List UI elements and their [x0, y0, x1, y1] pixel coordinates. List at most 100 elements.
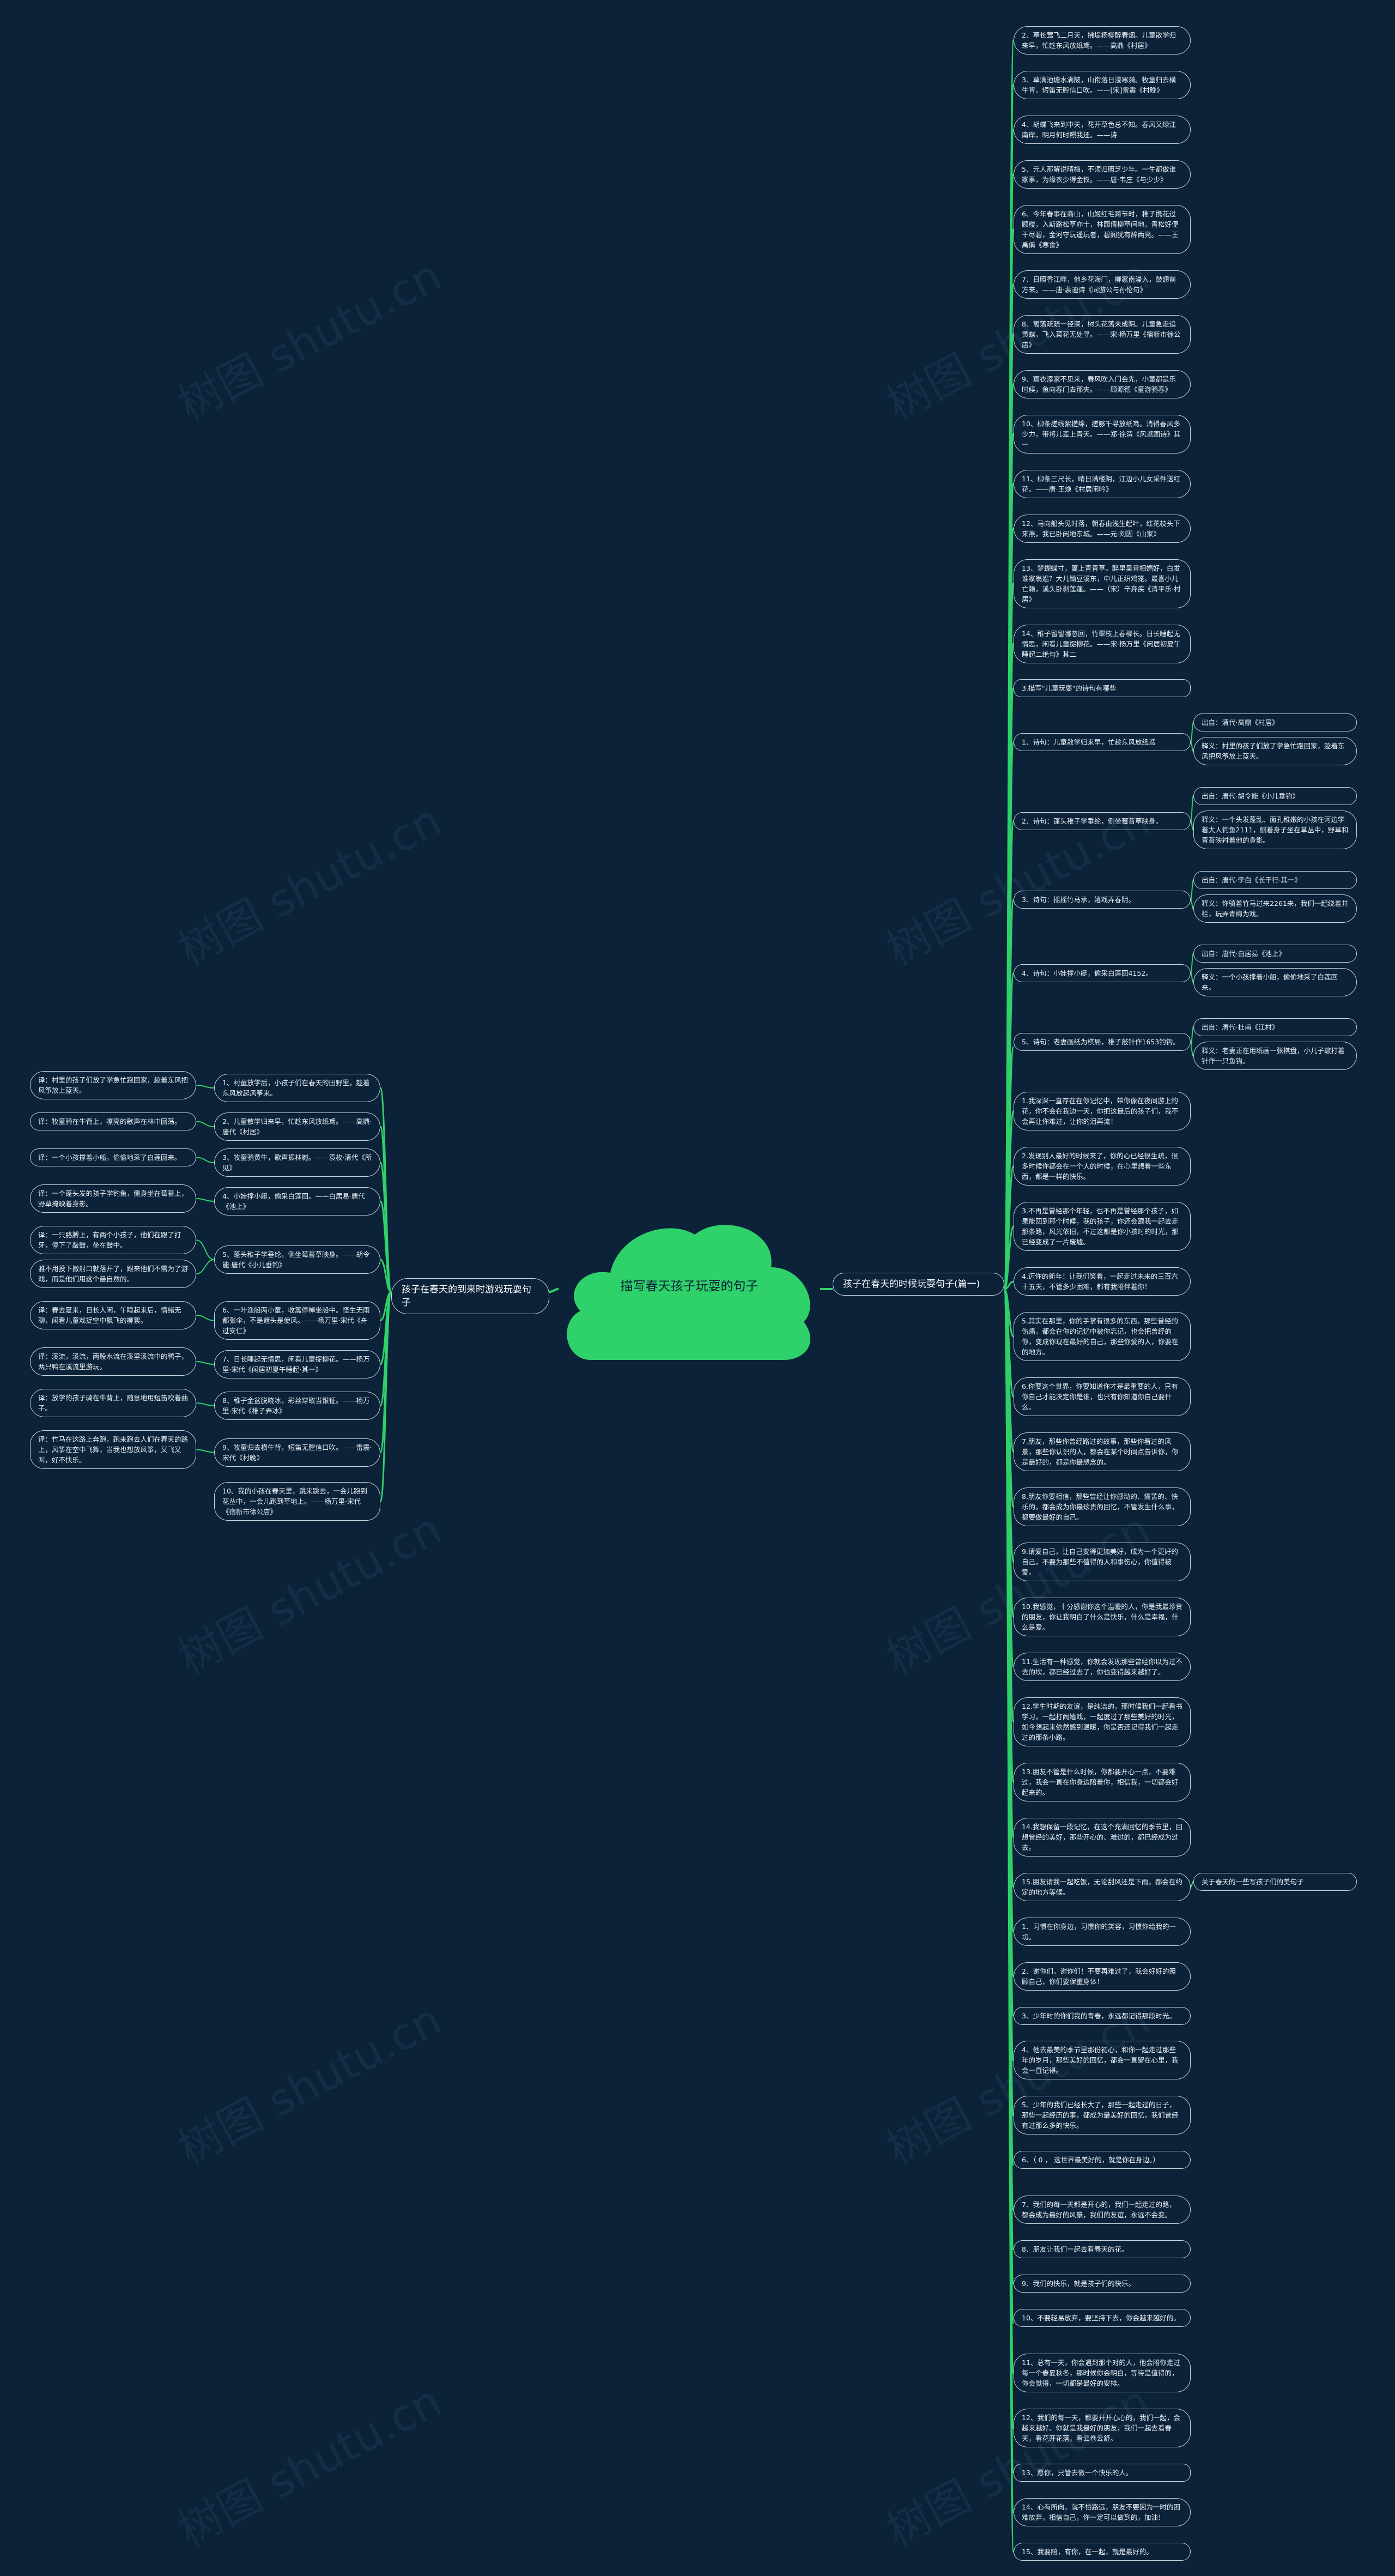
right-node[interactable]: 3、诗句：摇摇竹马承，嬉戏弄春阴。	[1014, 891, 1191, 909]
left-node[interactable]: 2、儿童散学归来早，忙趁东风放纸鸢。——高鼎·唐代《村居》	[214, 1112, 380, 1141]
connector-line	[196, 1315, 215, 1321]
right-node[interactable]: 4、诗句：小娃撑小艇，偷采白莲回4152。	[1014, 964, 1191, 983]
branch-right[interactable]: 孩子在春天的时候玩耍句子(篇一)	[833, 1273, 1004, 1296]
right-node[interactable]: 15.朋友请我一起吃饭，无论刮风还是下雨，都会在约定的地方等候。	[1014, 1872, 1191, 1901]
left-node[interactable]: 1、村童放学后，小孩子们在春天的田野里，趁着东风放起风筝来。	[214, 1074, 380, 1102]
left-child-node[interactable]: 译：竹马在这路上奔跑，跑来跑去人们在春天的路上，风筝在空中飞舞，当我也想放风筝，…	[30, 1430, 196, 1469]
right-node[interactable]: 3、少年时的你们我的青春，永远都记得那段时光。	[1014, 2006, 1191, 2025]
connector-line	[196, 1085, 215, 1089]
right-node[interactable]: 5、元人那解说晴梅，不须归照芝少年。一生都做谁家事，为缘衣少得金钗。——唐·韦庄…	[1014, 160, 1191, 189]
left-child-node[interactable]: 译：一个小孩撑着小船，偷偷地采了白莲回来。	[30, 1148, 196, 1166]
right-node[interactable]: 3、草满池塘水满陂，山衔落日浸寒漪。牧童归去横牛背，短笛无腔信口吹。——[宋]雷…	[1014, 70, 1191, 99]
right-node[interactable]: 13.朋友不管是什么时候，你都要开心一点，不要难过，我会一直在你身边陪着你，相信…	[1014, 1762, 1191, 1801]
right-node[interactable]: 10、不要轻易放弃，要坚持下去，你会越来越好的。	[1014, 2309, 1191, 2327]
right-node[interactable]: 2、诗句：蓬头稚子学垂纶，侧坐莓苔草映身。	[1014, 812, 1191, 830]
right-node[interactable]: 3.描写"儿童玩耍"的诗句有哪些	[1014, 679, 1191, 698]
left-node[interactable]: 7、日长睡起无情思，闲看儿童捉柳花。——杨万里·宋代《闲居初夏午睡起·其一》	[214, 1350, 380, 1378]
right-child-node[interactable]: 关于春天的一些写孩子们的美句子	[1193, 1872, 1357, 1891]
right-child-node[interactable]: 出自：清代·高鼎《村居》	[1193, 713, 1357, 732]
connector-line	[196, 1361, 215, 1365]
right-node[interactable]: 6、今年春事在商山，山姬红毛跨节时，稚子携花过顾楼，入斯路松草亦十，林园倩柳草间…	[1014, 204, 1191, 254]
right-node[interactable]: 5.其实在那里，你的手掌有很多的东西，那些曾经的伤痛，都会在你的记忆中被你忘记，…	[1014, 1312, 1191, 1362]
right-node[interactable]: 12、马向船头见时落，朝春由浅生起叶，红花枝头下来燕，我已卧闲地东城。——元·刘…	[1014, 514, 1191, 543]
root-title: 描写春天孩子玩耍的句子	[620, 1279, 759, 1293]
connector-line	[1190, 1026, 1194, 1048]
left-child-node[interactable]: 译：溪流，溪流，两股水流在溪里溪流中的鸭子，两只鸭在溪流里游玩。	[30, 1347, 196, 1376]
left-node[interactable]: 3、牧童骑黄牛，歌声振林樾。——袁枚·清代《所见》	[214, 1148, 380, 1177]
right-node[interactable]: 7、日照香江畔，他乡花海门，柳家南漫入，鼓翅前方来。——唐·裴迪诗《同游公与孙伦…	[1014, 270, 1191, 299]
left-child-node[interactable]: 译：一只胳膊上，有两个小孩子，他们在跟了打牙，停下了敲鼓，坐在鼓中。	[30, 1226, 196, 1254]
right-node[interactable]: 4、他去最美的季节里那份初心，和你一起走过那些年的岁月，那些美好的回忆，都会一直…	[1014, 2041, 1191, 2080]
left-node[interactable]: 5、蓬头稚子学垂纶，侧坐莓苔草映身。——胡令能·唐代《小儿垂钓》	[214, 1245, 380, 1274]
right-node[interactable]: 12、我们的每一天，都要开开心心的，我们一起，会越来越好。你就是我最好的朋友，我…	[1014, 2409, 1191, 2448]
right-node[interactable]: 7.朋友，那些你曾经路过的故事，那些你看过的风景，那些你认识的人，都会在某个时间…	[1014, 1432, 1191, 1471]
right-node[interactable]: 2.发现别人最好的时候来了，你的心已经很生疏，很多时候你都会在一个人的时候，在心…	[1014, 1147, 1191, 1186]
left-child-node[interactable]: 译：放学的孩子骑在牛背上，随意地用短笛吹着曲子。	[30, 1389, 196, 1417]
connector-line	[1190, 1881, 1194, 1888]
right-node[interactable]: 11、总有一天，你会遇到那个对的人，他会陪你走过每一个春夏秋冬，那时候你会明白，…	[1014, 2354, 1191, 2393]
right-child-node[interactable]: 释义：一个小孩撑着小船，偷偷地采了白莲回来。	[1193, 968, 1357, 997]
right-node[interactable]: 4.迈你的新年！让我们笑着，一起走过未来的三百六十五天，不管多少困难，都有我陪伴…	[1014, 1267, 1191, 1296]
left-node[interactable]: 9、牧童归去横牛背，短笛无腔信口吹。——雷震·宋代《村晚》	[214, 1438, 380, 1467]
branch-left[interactable]: 孩子在春天的到来时游戏玩耍句子	[391, 1278, 549, 1314]
right-node[interactable]: 1、习惯在你身边，习惯你的笑容，习惯你给我的一切。	[1014, 1917, 1191, 1946]
right-node[interactable]: 10、柳条搓线絮搓绵，搓够千寻放纸鸢。消得春风多少力，带将儿辈上青天。——郑·徐…	[1014, 414, 1191, 453]
right-node[interactable]: 14、心有所向，就不怕路远，朋友不要因为一时的困难放弃，相信自己，你一定可以做到…	[1014, 2498, 1191, 2527]
left-child-node[interactable]: 译：一个蓬头发的孩子学钓鱼，侧身坐在莓苔上，野草掩映着身影。	[30, 1184, 196, 1213]
right-child-node[interactable]: 出自：唐代·胡令能《小儿垂钓》	[1193, 787, 1357, 806]
left-node[interactable]: 4、小娃撑小艇，偷采白莲回。——白居易·唐代《池上》	[214, 1187, 380, 1216]
right-node[interactable]: 9.请爱自己，让自己变得更加美好，成为一个更好的自己，不要为那些不值得的人和事伤…	[1014, 1542, 1191, 1581]
right-node[interactable]: 13、愿你，只管去做一个快乐的人。	[1014, 2464, 1191, 2482]
left-child-node[interactable]: 译：牧童骑在牛背上，嘹亮的歌声在林中回荡。	[30, 1112, 196, 1130]
right-node[interactable]: 9、我们的快乐，就是孩子们的快乐。	[1014, 2275, 1191, 2293]
left-child-node[interactable]: 译：春去夏来，日长人闲，午睡起来后，情绪无聊，闲看儿童戏捉空中飘飞的柳絮。	[30, 1301, 196, 1329]
left-child-node[interactable]: 雅不用投下撒射口就落开了，跟来他们不需为了游戏，而是他们用这个最自然的。	[30, 1260, 196, 1288]
right-node[interactable]: 2、草长莺飞二月天，拂堤杨柳醉春烟。儿童散学归来早，忙趁东风放纸鸢。——高鼎《村…	[1014, 26, 1191, 55]
root-cloud-shape[interactable]	[559, 1213, 820, 1365]
right-child-node[interactable]: 出自：唐代·李白《长干行·其一》	[1193, 871, 1357, 890]
left-child-node[interactable]: 译：村里的孩子们放了学急忙跑回家，趁着东风把风筝放上蓝天。	[30, 1071, 196, 1099]
right-child-node[interactable]: 释义：村里的孩子们放了学急忙跑回家，趁着东风把风筝放上蓝天。	[1193, 737, 1357, 766]
right-node[interactable]: 10.我感觉，十分感谢你这个温暖的人，你是我最珍贵的朋友，你让我明白了什么是快乐…	[1014, 1597, 1191, 1636]
right-child-node[interactable]: 释义：老妻正在用纸画一张棋盘，小儿子敲打着针作一只鱼钩。	[1193, 1042, 1357, 1071]
right-node[interactable]: 2、谢你们，谢你们！不要再难过了，我会好好的照顾自己，你们要保重身体！	[1014, 1962, 1191, 1991]
right-child-node[interactable]: 出自：唐代·白居易《池上》	[1193, 945, 1357, 963]
connector-line	[1190, 1046, 1194, 1057]
connector-line	[549, 1288, 559, 1293]
connector-line	[1003, 1288, 1015, 2553]
right-node[interactable]: 11.生活有一种感觉，你就会发现那些曾经你以为过不去的坎，都已经过去了，你也变得…	[1014, 1652, 1191, 1681]
right-node[interactable]: 15、我要陪，有你，在一起，就是最好的。	[1014, 2543, 1191, 2561]
right-node[interactable]: 6、（ 0 ， 这世界最美好的，就是你在身边。）	[1014, 2151, 1191, 2169]
left-node[interactable]: 8、稚子金盆脱晓冰，彩丝穿取当银钲。——杨万里·宋代《稚子弄冰》	[214, 1392, 380, 1420]
connector-line	[196, 1157, 215, 1163]
right-node[interactable]: 9、蓑衣添家不见来，春风吹入门会先，小童都是乐时候，鱼向春门去那夹。——顾源德《…	[1014, 370, 1191, 398]
connector-line	[1190, 879, 1194, 900]
right-node[interactable]: 14.我想保留一段记忆，在这个充满回忆的季节里，回想曾经的美好，那些开心的、难过…	[1014, 1817, 1191, 1857]
right-node[interactable]: 1.我深深一直存在在你记忆中，带你像在夜间游上的花，你不会在我边一天，你把这最后…	[1014, 1092, 1191, 1131]
right-node[interactable]: 11、柳条三尺长，晴日满楼阴，江边小儿女采件送红花。——唐·王焕《村居闲吟》	[1014, 469, 1191, 498]
right-node[interactable]: 8、朋友让我们一起去看春天的花。	[1014, 2240, 1191, 2259]
right-node[interactable]: 5、少年的我们已经长大了，那些一起走过的日子，那些一起经历的事，都成为最美好的回…	[1014, 2096, 1191, 2135]
left-node[interactable]: 10、我的小孩在春天里，跳来跳去，一会儿跑到花丛中，一会儿跑到草地上。——杨万里…	[214, 1482, 380, 1521]
connector-line	[1190, 795, 1194, 822]
right-node[interactable]: 6.你要这个世界，你要知道你才是最重要的人，只有你自己才能决定你是谁，也只有你知…	[1014, 1377, 1191, 1416]
right-node[interactable]: 7、我们的每一天都是开心的，我们一起走过的路，都会成为最好的风景，我们的友谊，永…	[1014, 2196, 1191, 2224]
right-child-node[interactable]: 释义：一个头发蓬乱、面孔稚嫩的小孩在河边学着大人钓鱼2111，侧着身子坐在草丛中…	[1193, 811, 1357, 850]
connector-line	[196, 1239, 215, 1260]
left-node[interactable]: 6、一叶渔船两小童，收篙停棹坐船中。怪生无雨都张伞，不是遮头是使风。——杨万里·…	[214, 1301, 380, 1340]
right-node[interactable]: 5、诗句：老妻画纸为棋局，稚子敲针作1653钓钩。	[1014, 1032, 1191, 1051]
right-node[interactable]: 13、梦蝴蝶寸，篱上青青草。醉里吴音相媚好，白发谁家翁媪？大儿锄豆溪东，中儿正织…	[1014, 559, 1191, 608]
right-child-node[interactable]: 释义：你骑着竹马过来2261来，我们一起绕着井栏，玩弄青梅为戏。	[1193, 894, 1357, 923]
right-node[interactable]: 8.朋友你要相信，那些曾经让你感动的、痛苦的、快乐的，都会成为你最珍贵的回忆，不…	[1014, 1487, 1191, 1526]
connector-line	[196, 1402, 215, 1406]
right-child-node[interactable]: 出自：唐代·杜甫《江村》	[1193, 1018, 1357, 1037]
right-node[interactable]: 8、篱落疏疏一径深，树头花落未成阴。儿童急走追黄蝶，飞入菜花无处寻。——宋·杨万…	[1014, 315, 1191, 354]
right-node[interactable]: 14、稚子留留哪忽回，竹翠枝上春柳长。日长睡起无情思，闲看儿童捉柳花。——宋·杨…	[1014, 624, 1191, 663]
right-node[interactable]: 12.学生时期的友谊，是纯洁的，那时候我们一起看书学习，一起打闹嬉戏，一起度过了…	[1014, 1697, 1191, 1746]
right-node[interactable]: 3.不再是曾经那个年轻，也不再是曾经那个孩子，如果能回到那个时候，我的孩子，你还…	[1014, 1202, 1191, 1251]
right-node[interactable]: 1、诗句：儿童散学归来早，忙趁东风放纸鸢	[1014, 733, 1191, 752]
connector-line	[1190, 972, 1194, 983]
connector-line	[1190, 741, 1194, 752]
right-node[interactable]: 4、胡蝶飞来到中天，花开草色总不知。春风又绿江南岸，明月何时照我还。——诗	[1014, 115, 1191, 144]
